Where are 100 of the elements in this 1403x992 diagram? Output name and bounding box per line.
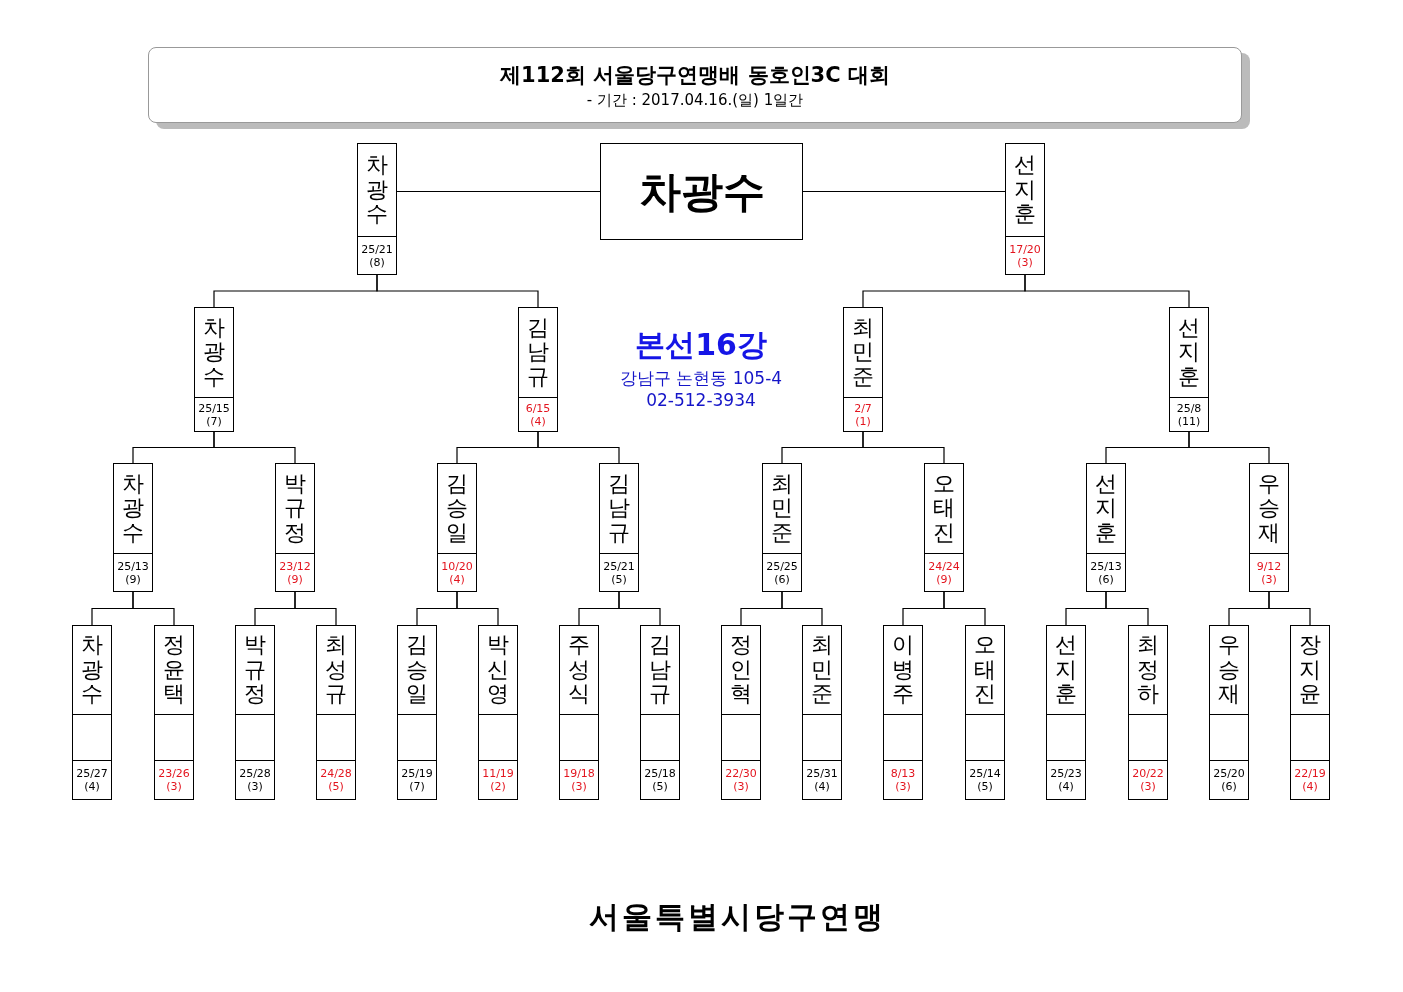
player-box (1249, 463, 1289, 592)
bracket-line (1268, 591, 1311, 626)
player-box (924, 463, 964, 592)
title-text: 제112회 서울당구연맹배 동호인3C 대회 (500, 61, 890, 89)
innings-text: (3) (1017, 255, 1033, 269)
bracket-line (1024, 274, 1190, 308)
innings-text: (4) (530, 414, 546, 428)
player-box (965, 625, 1005, 800)
innings-text: (5) (652, 780, 668, 793)
address-text: 강남구 논현동 105-4 (619, 367, 783, 390)
score-text: 20/22 (1132, 767, 1164, 780)
innings-text: (5) (328, 780, 344, 793)
bracket-line (396, 190, 601, 193)
score-text: 17/20 (1009, 242, 1041, 256)
score-text: 22/30 (725, 767, 757, 780)
innings-text: (4) (84, 780, 100, 793)
score-text: 10/20 (441, 559, 473, 573)
bracket-line (802, 190, 1006, 193)
player-box (843, 307, 883, 432)
innings-text: (3) (1261, 572, 1277, 586)
player-name: 선지훈 (1178, 315, 1200, 390)
score-text: 11/19 (482, 767, 514, 780)
player-box (802, 625, 842, 800)
score-text: 25/19 (401, 767, 433, 780)
player-box (1046, 625, 1086, 800)
score-text: 23/12 (279, 559, 311, 573)
innings-text: (9) (936, 572, 952, 586)
champion-box (600, 143, 803, 240)
player-box (883, 625, 923, 800)
score-text: 25/20 (1213, 767, 1245, 780)
player-name: 우승재 (1258, 471, 1280, 546)
player-name: 차광수 (366, 153, 388, 227)
score-text: 24/24 (928, 559, 960, 573)
bracket-line (294, 591, 337, 626)
player-box (1005, 143, 1045, 275)
player-name: 차광수 (203, 315, 225, 390)
player-box (1086, 463, 1126, 592)
score-text: 25/31 (806, 767, 838, 780)
player-box (1169, 307, 1209, 432)
innings-text: (4) (449, 572, 465, 586)
player-name: 최민준 (771, 471, 793, 546)
score-text: 25/14 (969, 767, 1001, 780)
player-name: 김남규 (527, 315, 549, 390)
player-name: 이병주 (892, 633, 914, 707)
innings-text: (3) (895, 780, 911, 793)
phone-text: 02-512-3934 (646, 390, 756, 410)
score-text: 25/25 (766, 559, 798, 573)
player-name: 최민준 (811, 633, 833, 707)
player-box (762, 463, 802, 592)
player-name: 차광수 (81, 633, 103, 707)
innings-text: (3) (571, 780, 587, 793)
innings-text: (5) (611, 572, 627, 586)
player-name: 정인혁 (730, 633, 752, 707)
player-box (194, 307, 234, 432)
player-name: 김승일 (406, 633, 428, 707)
venue-heading: 본선16강 (635, 326, 767, 364)
player-box (518, 307, 558, 432)
subtitle-text: - 기간 : 2017.04.16.(일) 1일간 (586, 90, 804, 110)
innings-text: (6) (1221, 780, 1237, 793)
innings-text: (9) (287, 572, 303, 586)
bracket-line (456, 591, 499, 626)
player-box (437, 463, 477, 592)
player-box (275, 463, 315, 592)
player-box (599, 463, 639, 592)
organizer-text: 서울특별시당구연맹 (588, 898, 886, 936)
score-text: 25/13 (1090, 559, 1122, 573)
player-name: 선지훈 (1095, 471, 1117, 546)
player-box (1128, 625, 1168, 800)
innings-text: (3) (166, 780, 182, 793)
player-name: 정윤택 (163, 633, 185, 707)
score-text: 23/26 (158, 767, 190, 780)
player-box (1209, 625, 1249, 800)
player-name: 박규정 (284, 471, 306, 546)
player-name: 최민준 (852, 315, 874, 390)
score-text: 25/18 (644, 767, 676, 780)
score-text: 19/18 (563, 767, 595, 780)
innings-text: (3) (247, 780, 263, 793)
player-name: 박규정 (244, 633, 266, 707)
player-box (559, 625, 599, 800)
score-text: 25/21 (603, 559, 635, 573)
score-text: 25/28 (239, 767, 271, 780)
player-box (154, 625, 194, 800)
player-name: 주성식 (568, 633, 590, 707)
innings-text: (6) (1098, 572, 1114, 586)
score-text: 25/15 (198, 401, 230, 415)
player-name: 차광수 (122, 471, 144, 546)
score-text: 24/28 (320, 767, 352, 780)
player-name: 선지훈 (1014, 153, 1036, 227)
score-text: 25/13 (117, 559, 149, 573)
score-text: 25/8 (1176, 401, 1202, 415)
innings-text: (5) (977, 780, 993, 793)
player-name: 김남규 (608, 471, 630, 546)
innings-text: (11) (1177, 414, 1201, 428)
player-box (1290, 625, 1330, 800)
player-box (357, 143, 397, 275)
player-box (235, 625, 275, 800)
player-name: 최성규 (325, 633, 347, 707)
player-name: 선지훈 (1055, 633, 1077, 707)
player-name: 김승일 (446, 471, 468, 546)
bracket-line (376, 274, 539, 308)
